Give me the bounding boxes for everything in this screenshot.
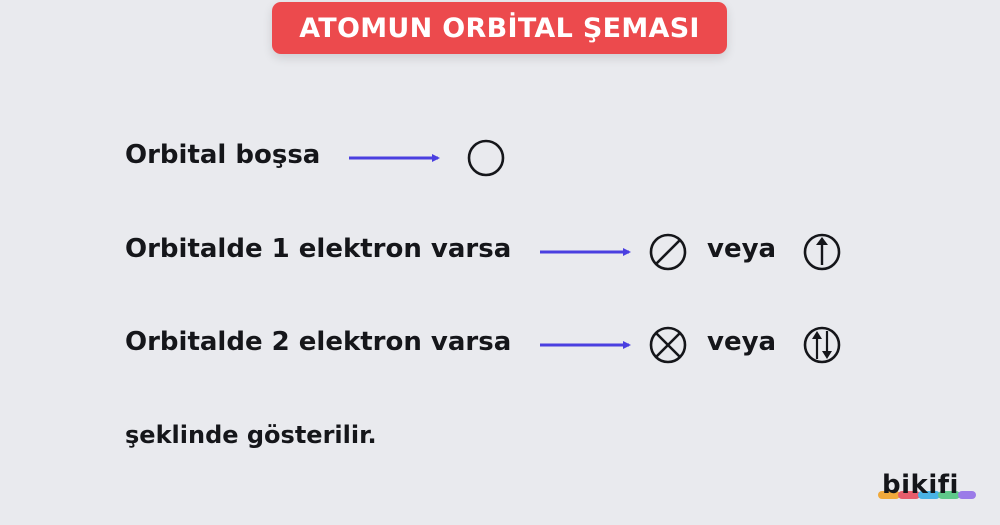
logo-text: bikifi <box>882 470 959 500</box>
bikifi-logo: bikifi <box>878 470 978 510</box>
row-empty-label: Orbital boşsa <box>125 140 321 170</box>
row-two-electron-veya: veya <box>707 327 777 357</box>
cross-orbital-icon <box>649 326 687 364</box>
footer-text: şeklinde gösterilir. <box>125 421 377 449</box>
page-title: ATOMUN ORBİTAL ŞEMASI <box>299 12 700 44</box>
up-down-arrow-orbital-icon <box>803 326 841 364</box>
row-one-electron-veya: veya <box>707 234 777 264</box>
up-arrow-orbital-icon <box>803 233 841 271</box>
slash-orbital-icon <box>649 233 687 271</box>
title-badge: ATOMUN ORBİTAL ŞEMASI <box>272 2 727 54</box>
row-one-electron-label: Orbitalde 1 elektron varsa <box>125 234 512 264</box>
row-two-electron-label: Orbitalde 2 elektron varsa <box>125 327 512 357</box>
empty-orbital-icon <box>467 139 505 177</box>
